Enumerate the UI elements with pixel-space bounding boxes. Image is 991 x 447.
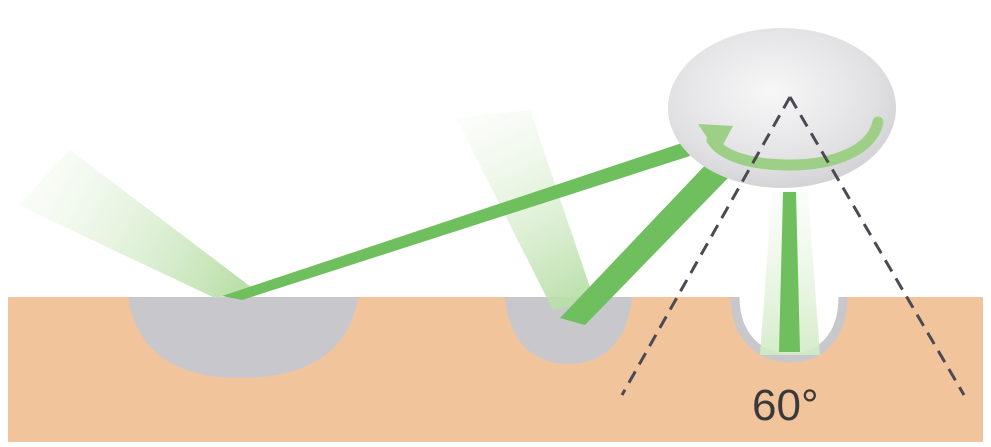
faded-reflection-middle xyxy=(456,110,595,310)
angle-label: 60° xyxy=(752,381,819,430)
faded-reflection-left xyxy=(18,150,255,298)
